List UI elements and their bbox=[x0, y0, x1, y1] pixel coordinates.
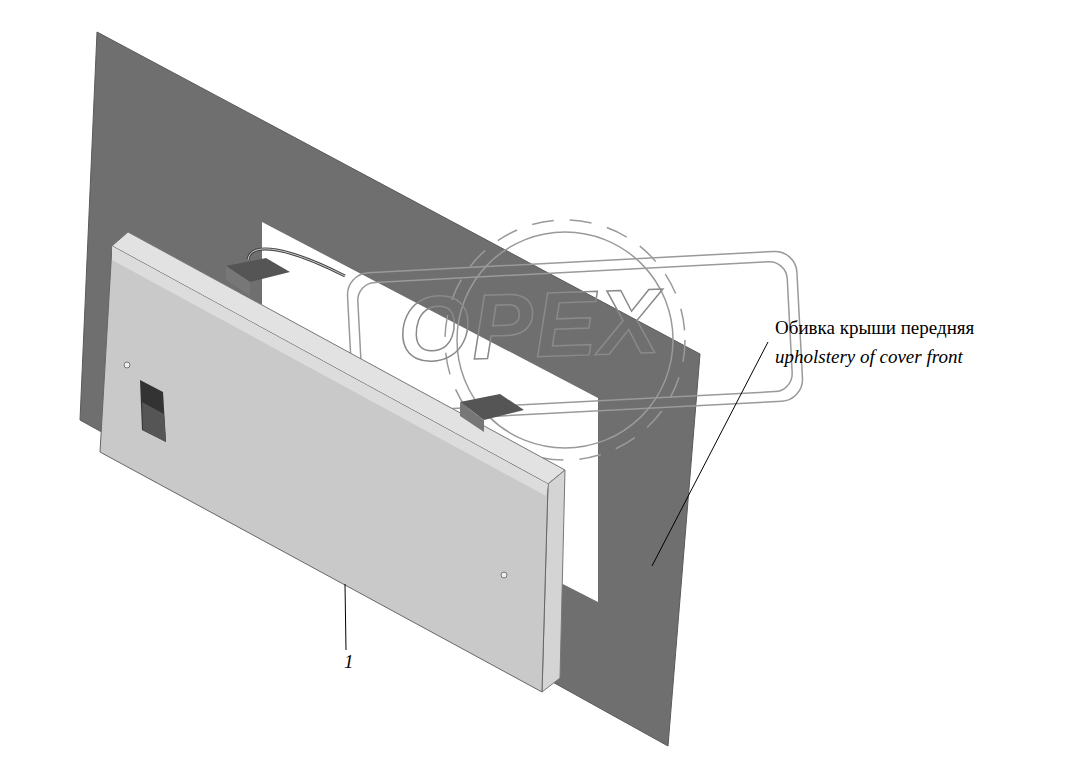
rocker-switch bbox=[142, 402, 166, 442]
callout-number: 1 bbox=[344, 652, 354, 673]
part-name-english: upholstery of cover front bbox=[775, 347, 963, 368]
leader-line bbox=[345, 584, 346, 650]
watermark: OPEX bbox=[396, 270, 663, 380]
wire bbox=[248, 249, 345, 276]
rocker-switch bbox=[140, 380, 166, 442]
mount-pad bbox=[226, 266, 250, 296]
screw bbox=[501, 572, 507, 578]
upholstery-panel bbox=[80, 32, 700, 746]
leader-line bbox=[652, 342, 768, 566]
mount-pad bbox=[460, 402, 484, 432]
screw bbox=[124, 362, 130, 368]
wire bbox=[248, 249, 345, 276]
part-name: Обивка крыши передняя bbox=[775, 318, 974, 339]
